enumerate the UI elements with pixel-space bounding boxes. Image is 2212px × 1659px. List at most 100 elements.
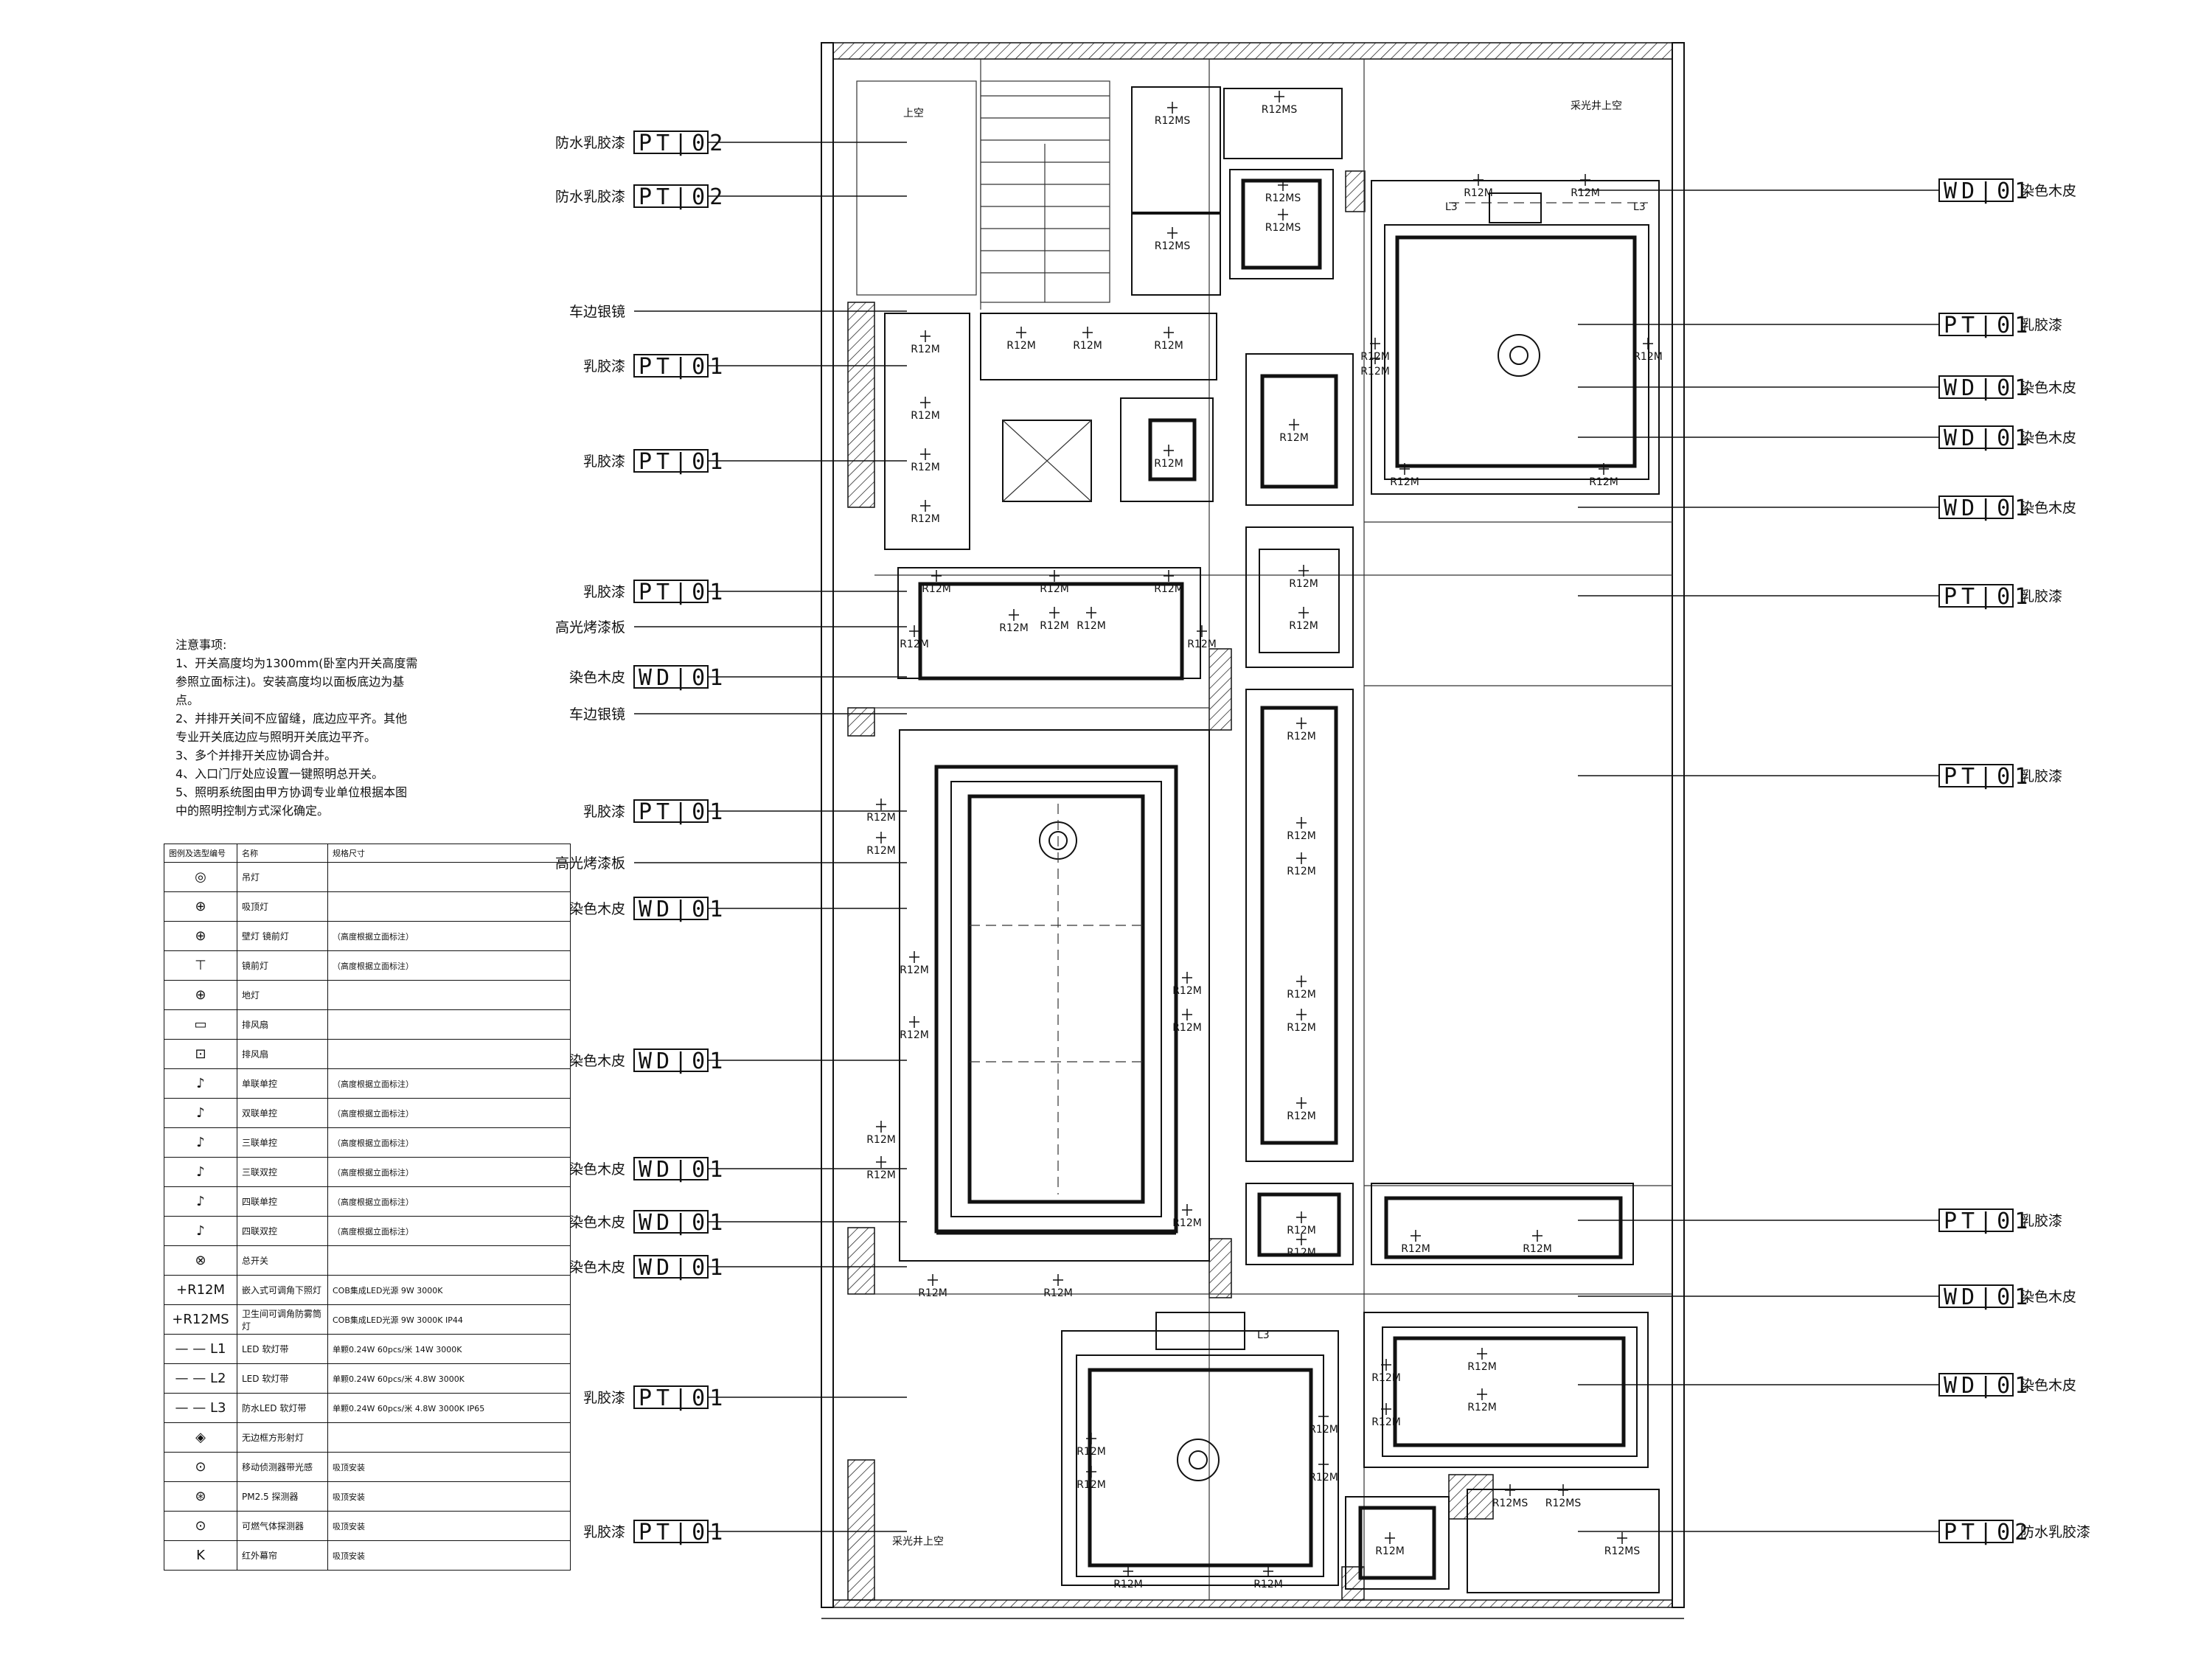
- legend-header-spec: 规格尺寸: [327, 844, 571, 863]
- legend-header-symbol: 图例及选型编号: [164, 844, 237, 863]
- legend-header-row: 图例及选型编号 名称 规格尺寸: [164, 844, 571, 863]
- legend-row: ⊕吸顶灯: [164, 891, 571, 922]
- legend-symbol: +R12MS: [164, 1304, 237, 1335]
- notes-line: 4、入口门厅处应设置一键照明总开关。: [175, 767, 384, 781]
- tag-label: 乳胶漆: [2020, 1213, 2062, 1229]
- downlight-label: R12MS: [1604, 1545, 1641, 1557]
- downlight-label: R12M: [1467, 1402, 1497, 1413]
- notes-title: 注意事项:: [175, 638, 227, 652]
- room-bed-2: [1061, 1330, 1339, 1586]
- tag-label: 乳胶漆: [2020, 588, 2062, 605]
- tag-code-box: [633, 799, 709, 823]
- room-study: [1371, 1183, 1634, 1265]
- downlight-label: R12M: [1375, 1545, 1405, 1557]
- tag-code-box: [1938, 425, 2014, 449]
- legend-symbol: ♪: [164, 1068, 237, 1099]
- tag-code: PT|02: [639, 184, 727, 210]
- tag-code: WD|01: [1944, 178, 2032, 204]
- tag-label: 高光烤漆板: [555, 619, 625, 636]
- downlight-marker: R12M: [1154, 445, 1183, 470]
- tag-code: WD|01: [639, 1157, 727, 1183]
- tag-label: 乳胶漆: [2020, 768, 2062, 785]
- downlight-marker: R12M: [1287, 1234, 1316, 1259]
- legend-spec: COB集成LED光源 9W 3000K IP44: [327, 1304, 571, 1335]
- downlight-marker: R12M: [1172, 1009, 1202, 1034]
- legend-name: 排风扇: [237, 1039, 328, 1069]
- legend-symbol: ⊡: [164, 1039, 237, 1069]
- downlight-label: R12M: [1172, 985, 1202, 997]
- downlight-marker: R12M: [900, 1016, 929, 1041]
- tag-code: PT|01: [1944, 313, 2032, 338]
- downlight-label: R12M: [1287, 1225, 1316, 1237]
- downlight-label: R12M: [1073, 340, 1102, 352]
- legend-name: 防水LED 软灯带: [237, 1393, 328, 1423]
- legend-row: ▭排风扇: [164, 1009, 571, 1040]
- legend-header-name: 名称: [237, 844, 328, 863]
- legend-name: 总开关: [237, 1245, 328, 1276]
- downlight-label: R12MS: [1265, 222, 1301, 234]
- tag-label: 染色木皮: [569, 901, 625, 917]
- downlight-marker: R12M: [1073, 327, 1102, 352]
- tag-code-box: [1938, 178, 2014, 202]
- room-bed-3: [1363, 1312, 1649, 1468]
- downlight-label: R12M: [1172, 1022, 1202, 1034]
- void-label-bottom: 采光井上空: [892, 1536, 944, 1548]
- downlight-label: R12M: [1571, 187, 1600, 199]
- legend-symbol: — — L1: [164, 1334, 237, 1364]
- downlight-marker: R12M: [1077, 1466, 1106, 1491]
- downlight-label: R12M: [900, 639, 929, 650]
- downlight-marker: R12M: [999, 609, 1029, 634]
- tag-code: WD|01: [639, 897, 727, 922]
- downlight-marker: R12M: [900, 951, 929, 976]
- tag-code: PT|01: [1944, 1208, 2032, 1234]
- tag-code: WD|01: [1944, 1284, 2032, 1310]
- downlight-marker: R12M: [1571, 174, 1600, 199]
- downlight-label: R12M: [1279, 432, 1309, 444]
- tag-label: 防水乳胶漆: [2020, 1524, 2090, 1540]
- tag-code-box: [633, 1255, 709, 1279]
- legend-name: 吊灯: [237, 862, 328, 892]
- downlight-label: R12M: [866, 1134, 896, 1146]
- downlight-marker: R12M: [1113, 1565, 1143, 1590]
- tag-label: 染色木皮: [2020, 500, 2076, 516]
- tag-label: 乳胶漆: [583, 1524, 625, 1540]
- void-label-top-right: 采光井上空: [1571, 100, 1622, 112]
- downlight-marker: R12M: [1287, 975, 1316, 1001]
- legend-name: 三联单控: [237, 1127, 328, 1158]
- downlight-label: R12M: [866, 812, 896, 824]
- building-walls: [821, 42, 1685, 1619]
- legend-symbol: ⊕: [164, 891, 237, 922]
- tag-code: PT|01: [639, 354, 727, 380]
- downlight-marker: R12M: [1390, 463, 1419, 488]
- downlight-label: R12M: [1154, 458, 1183, 470]
- room-corridor-2: [980, 313, 1217, 380]
- legend-name: 吸顶灯: [237, 891, 328, 922]
- tag-code: PT|02: [1944, 1520, 2032, 1545]
- downlight-label: R12M: [1401, 1243, 1430, 1255]
- downlight-label: R12M: [918, 1287, 947, 1299]
- downlight-label: R12M: [1287, 1022, 1316, 1034]
- legend-spec: 吸顶安装: [327, 1452, 571, 1482]
- tag-label: 染色木皮: [2020, 1289, 2076, 1305]
- tag-label: 染色木皮: [2020, 1377, 2076, 1394]
- legend-name: 移动侦测器带光感: [237, 1452, 328, 1482]
- downlight-marker: R12MS: [1265, 179, 1301, 204]
- downlight-label: R12M: [1154, 583, 1183, 595]
- downlight-label: R12MS: [1545, 1498, 1582, 1509]
- room-bath-3: [1223, 88, 1343, 159]
- tag-code: WD|01: [1944, 1373, 2032, 1399]
- legend-symbol: ⊤: [164, 950, 237, 981]
- legend-symbol: ⊙: [164, 1452, 237, 1482]
- downlight-label: R12M: [1040, 620, 1069, 632]
- downlight-marker: R12M: [1172, 1204, 1202, 1229]
- downlight-marker: R12M: [1371, 1359, 1401, 1384]
